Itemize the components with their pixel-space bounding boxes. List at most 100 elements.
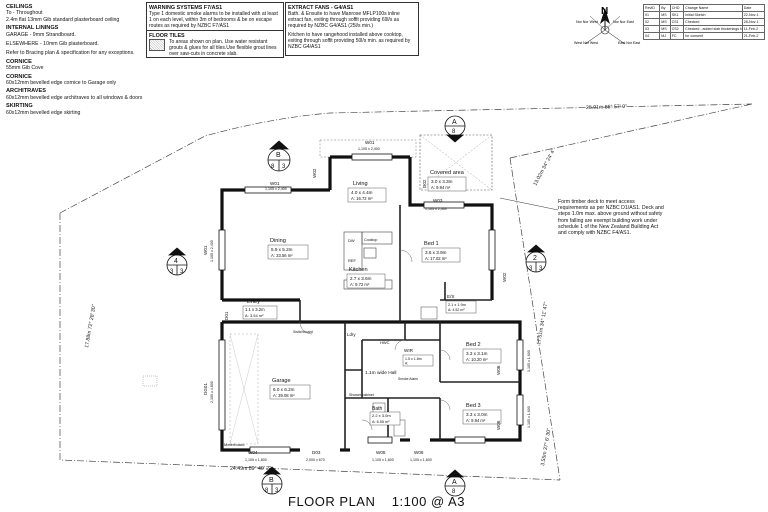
room-area: A: 6.55 m² — [372, 420, 390, 424]
door-label: D03 — [312, 450, 321, 455]
room-name-entry: Entry — [247, 299, 260, 305]
svg-text:3: 3 — [539, 266, 543, 272]
ensuite-shower — [420, 306, 438, 320]
window-size: 2,100 x 4,800 — [210, 381, 214, 403]
room-dim: 3.0 x 3.3m — [431, 179, 453, 184]
room-area: A: 9.94 m² — [431, 185, 451, 190]
room-area: A: 10.20 m² — [466, 357, 488, 362]
revision-cell: 21-Feb-2 — [741, 32, 766, 40]
section-marker: A 8 — [444, 469, 466, 497]
note-heading: SKIRTING — [6, 103, 33, 110]
note-heading: INTERNAL LININGS — [6, 25, 59, 32]
room-name-covered: Covered area — [430, 170, 465, 176]
svg-text:8: 8 — [265, 488, 269, 494]
north-label: N — [601, 6, 608, 17]
note-text: ELSEWHERE - 10mm Gib plasterboard. — [6, 41, 99, 48]
section-marker: B 8 3 — [261, 466, 283, 495]
note-heading: ARCHITRAVES — [6, 88, 46, 95]
svg-text:4: 4 — [174, 258, 178, 265]
room-dim: 2.7 x 3.6m — [350, 276, 372, 281]
dishwasher-label: DW — [348, 238, 355, 243]
room-dim: 3.6 x 3.9m — [425, 250, 447, 255]
room-name-garage: Garage — [272, 378, 291, 384]
note-heading: CORNICE — [6, 73, 32, 80]
window-size: 1,105 x 2,400 — [425, 207, 447, 211]
warning-heading: WARNING SYSTEMS F7/AS1 — [149, 5, 223, 11]
room-dim: 3.3 x 3.1m — [466, 351, 488, 356]
note-text: 55mm Gib Cove — [6, 65, 44, 72]
note-text: 2.4m flat 13mm Gib standard plasterboard… — [6, 16, 120, 23]
room-area: A: 17.02 m² — [425, 256, 447, 261]
survey-right-1: 13.02m 34° 24' 4" — [532, 148, 557, 187]
room-name-bed1: Bed 1 — [424, 241, 439, 247]
window-size: 1,105 x 1,800 — [245, 458, 267, 462]
revision-cell: MJ — [659, 32, 671, 40]
room-name-wir: WIR — [404, 348, 414, 353]
shower-label: Shower cabinet — [349, 393, 374, 397]
svg-text:A: A — [452, 119, 457, 126]
fridge-label: REF — [348, 258, 357, 263]
door-label: D01 — [224, 311, 229, 320]
interior-walls — [299, 205, 520, 450]
svg-text:3: 3 — [529, 266, 533, 272]
tiles-text: To areas shown on plan. Use water resist… — [169, 39, 277, 57]
window-size: 1,105 x 2,400 — [265, 187, 287, 191]
tiles-heading: FLOOR TILES — [149, 33, 185, 39]
section-marker: 4 3 3 — [166, 247, 188, 276]
room-name-bed3: Bed 3 — [466, 403, 481, 409]
room-area: A: 39.08 m² — [273, 393, 295, 398]
warning-systems-note: WARNING SYSTEMS F7/AS1 Type 1 domestic s… — [146, 2, 284, 32]
extract-fans-note: EXTRACT FANS - G4/AS1 Bath. & Ensuite to… — [285, 2, 419, 56]
cooktop-label: Cooktop — [364, 238, 377, 242]
compass-label: Nor Nor East — [613, 20, 634, 24]
survey-right-3: 3.55m 37° 6' 30" — [540, 428, 553, 467]
compass-label: Nor Nor West — [576, 20, 598, 24]
floor-tiles-note: FLOOR TILES To areas shown on plan. Use … — [146, 30, 284, 58]
room-dim: 2.2 x 3.0m — [372, 413, 391, 418]
property-boundary — [59, 103, 753, 481]
warning-text: Type 1 domestic smoke alarms to be insta… — [149, 11, 278, 29]
note-text: To - Throughout — [6, 10, 43, 17]
section-marker: B 8 3 — [267, 140, 291, 172]
section-marker: A 8 — [444, 115, 466, 143]
hall-label: 1.1m wide Hall — [365, 370, 396, 376]
room-area: A: 9.72 m² — [350, 282, 370, 287]
svg-text:3: 3 — [275, 488, 279, 494]
door-swings — [299, 249, 451, 431]
note-text: GARAGE - 9mm Strandboard. — [6, 31, 76, 38]
svg-text:8: 8 — [452, 129, 456, 135]
note-text: Refer to Bracing plan & specification fo… — [6, 50, 135, 57]
smoke-alarm-label: Smoke Alarm — [398, 377, 418, 381]
hwc-label: HWC — [380, 340, 390, 345]
deck-access-note: Form timber deck to meet access requirem… — [558, 199, 666, 236]
window-label: W01 — [365, 140, 375, 145]
room-name-dining: Dining — [270, 238, 286, 244]
svg-text:8: 8 — [452, 489, 456, 495]
switchboard-label: Switchboard — [293, 330, 313, 334]
compass-label: East Nor East — [618, 41, 640, 45]
svg-text:B: B — [269, 477, 274, 484]
section-markers: B 8 3 A 8 4 3 3 2 3 3 — [166, 115, 547, 497]
window-label: W04 — [248, 450, 258, 455]
svg-text:3: 3 — [282, 164, 286, 170]
window-label: W01 — [203, 245, 208, 255]
section-marker: 2 3 3 — [525, 244, 547, 273]
drawing-caption: FLOOR PLAN 1:100 @ A3 — [288, 494, 465, 509]
note-heading: CEILINGS — [6, 4, 33, 10]
compass-label: West Nor West — [574, 41, 598, 45]
room-dim: 6.0 x 6.2m — [273, 387, 295, 392]
survey-top: 28.91m 86° 57' 0" — [586, 104, 627, 111]
svg-text:A: A — [452, 479, 457, 486]
north-compass: N Nor Nor East Nor Nor West East Nor Eas… — [574, 6, 640, 45]
room-area: A: — [405, 362, 408, 366]
window-size: 1,105 x 1,600 — [372, 458, 394, 462]
revision-cell: FC — [669, 32, 685, 40]
window-label: W06 — [414, 450, 424, 455]
window-size: 1,105 x 1,600 — [527, 406, 531, 428]
survey-bottom: 24.49m 89° 40' 2" — [230, 466, 271, 472]
room-area: A: 33.56 m² — [271, 253, 293, 258]
meterboard-label: Meterboard — [224, 442, 244, 447]
room-dim: 1.5 x 1.8m — [405, 357, 422, 361]
room-dim: 5.9 x 5.2m — [271, 247, 293, 252]
